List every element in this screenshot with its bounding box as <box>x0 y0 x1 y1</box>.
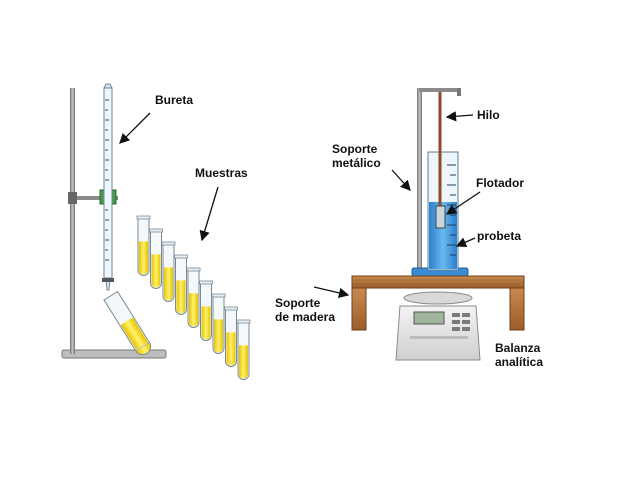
test-tube-icon <box>186 267 201 328</box>
sample-tubes <box>136 215 251 380</box>
burette-stand <box>61 88 167 359</box>
test-tube-icon <box>149 228 163 289</box>
muestras-arrow <box>199 186 219 242</box>
probeta-arrow <box>455 237 476 248</box>
receiving-tube-icon <box>103 290 152 356</box>
test-tube-icon <box>224 306 238 367</box>
test-tube-icon <box>199 280 213 341</box>
label-probeta: probeta <box>477 229 522 243</box>
flotador-arrow <box>445 191 481 215</box>
hilo-arrow <box>445 111 474 122</box>
label-soporte-metalico-2: metálico <box>332 156 381 170</box>
label-balanza-1: Balanza <box>495 341 541 355</box>
label-balanza-2: analítica <box>495 355 544 369</box>
analytical-balance-icon <box>395 291 481 361</box>
test-tube-icon <box>211 293 226 354</box>
soporte-metalico-arrow <box>391 169 411 191</box>
test-tube-icon <box>136 215 151 276</box>
label-bureta: Bureta <box>155 93 194 107</box>
label-flotador: Flotador <box>476 176 524 190</box>
soporte-madera-arrow <box>313 286 350 298</box>
test-tube-icon <box>174 254 188 315</box>
float-icon <box>435 205 446 229</box>
label-muestras: Muestras <box>195 166 248 180</box>
burette-icon <box>102 83 114 291</box>
label-hilo: Hilo <box>477 108 500 122</box>
label-soporte-madera-2: de madera <box>275 310 336 324</box>
test-tube-icon <box>161 241 176 302</box>
wooden-support <box>351 275 525 331</box>
label-soporte-madera-1: Soporte <box>275 296 321 310</box>
bureta-arrow <box>119 112 151 144</box>
metal-stand <box>417 88 461 276</box>
label-soporte-metalico-1: Soporte <box>332 142 378 156</box>
test-tube-icon <box>236 319 251 380</box>
